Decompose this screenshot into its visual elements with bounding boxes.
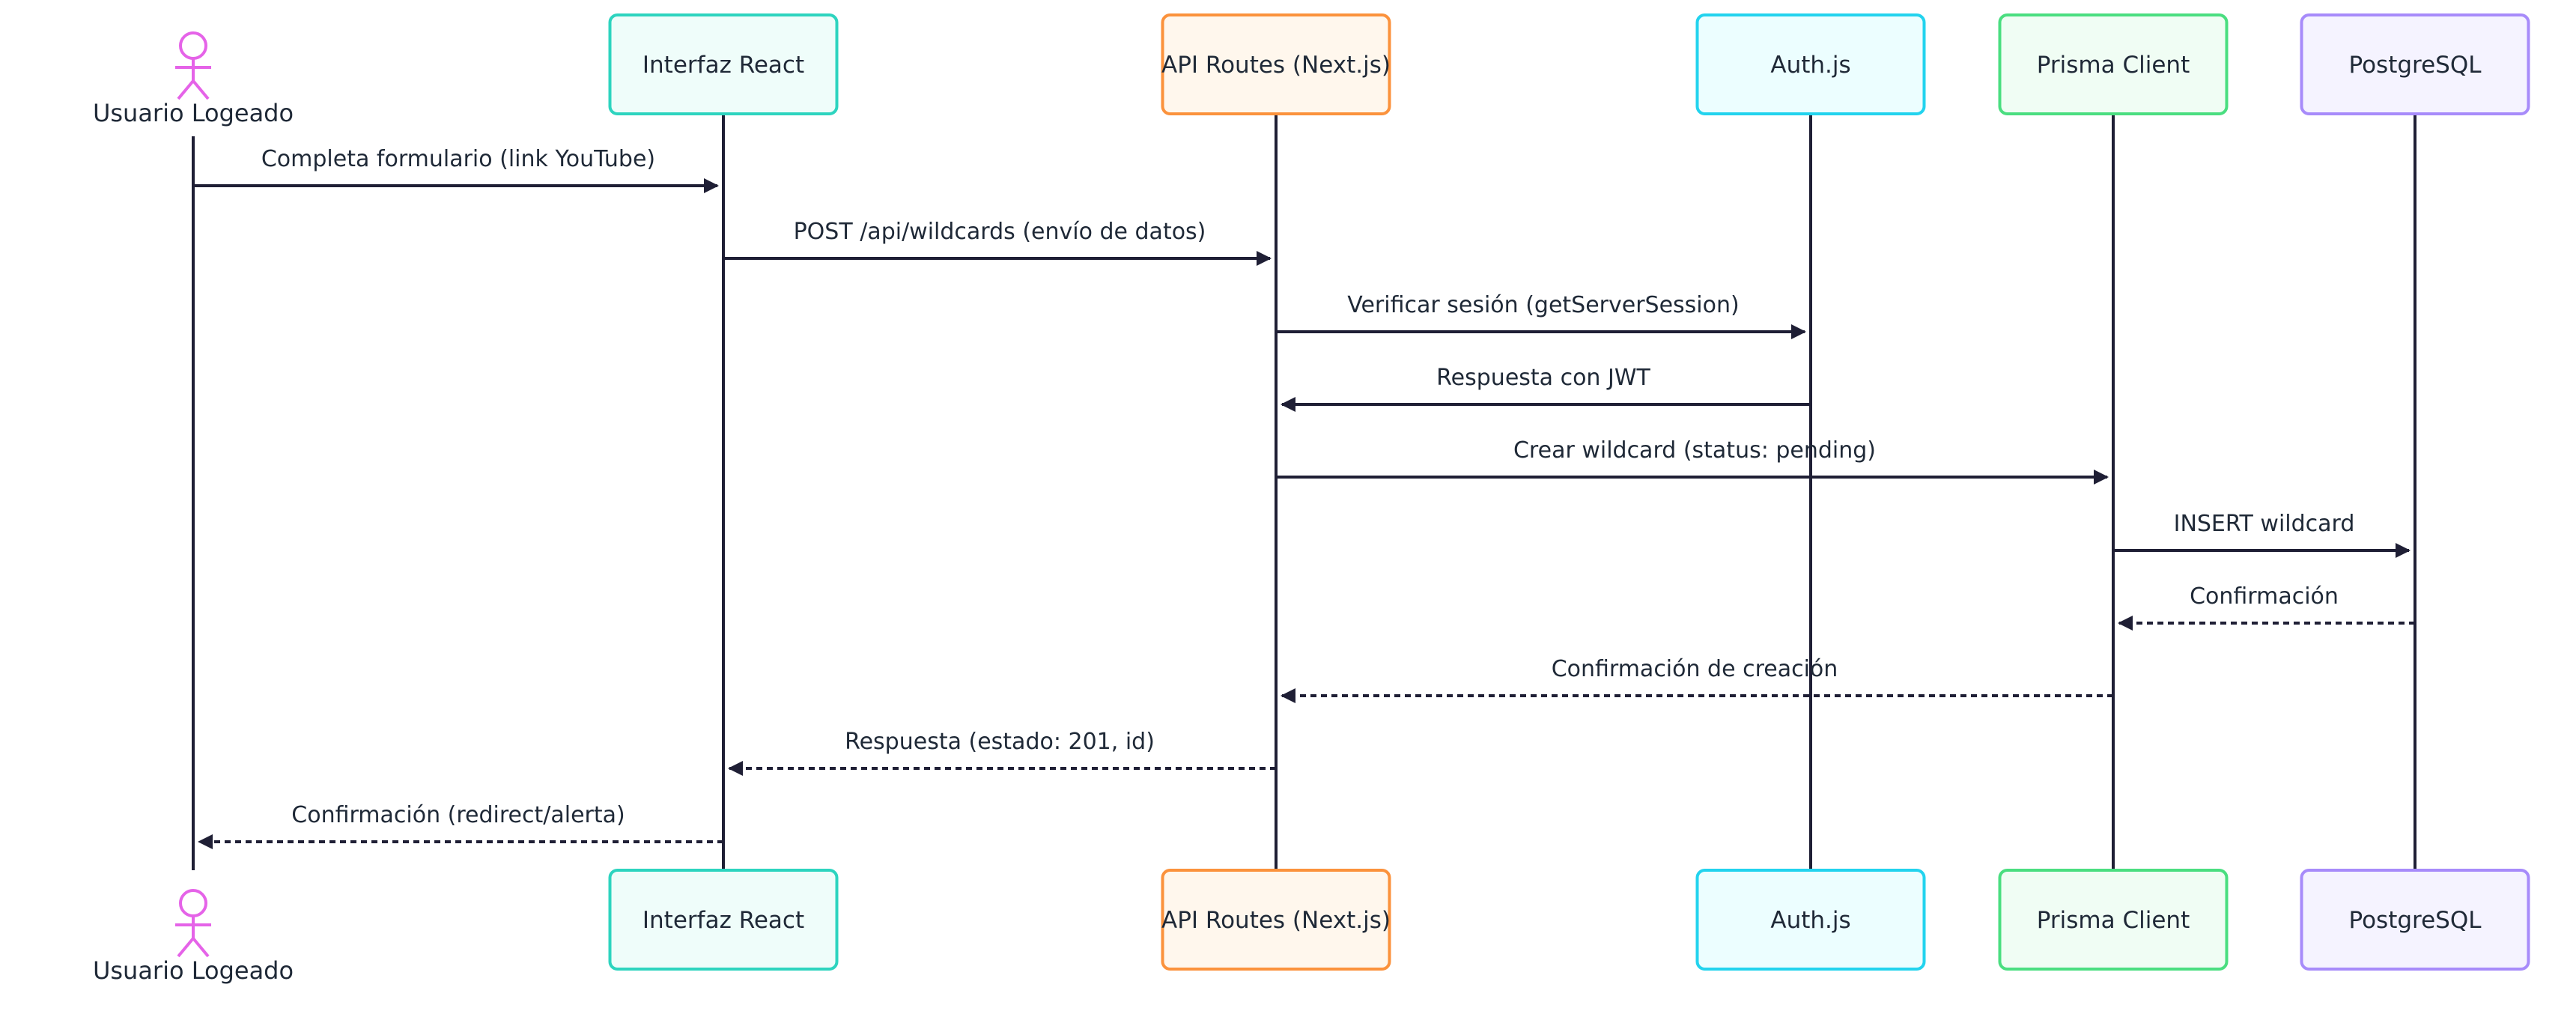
participant-box bbox=[1998, 13, 2229, 115]
participant-box bbox=[1998, 869, 2229, 971]
participant-label: Usuario Logeado bbox=[93, 956, 294, 985]
participant-box bbox=[2300, 13, 2530, 115]
participant-react-top: Interfaz React bbox=[608, 13, 839, 115]
participant-label: PostgreSQL bbox=[2348, 52, 2482, 79]
participant-prisma-top: Prisma Client bbox=[1998, 13, 2229, 115]
participant-label: Interfaz React bbox=[643, 52, 804, 79]
participant-label: API Routes (Next.js) bbox=[1161, 907, 1391, 934]
participants-bottom: Usuario Logeado Interfaz React API Routes … bbox=[93, 869, 2530, 985]
message-label: Completa formulario (link YouTube) bbox=[261, 146, 655, 172]
participants-top: Usuario Logeado Interfaz React API Routes … bbox=[93, 13, 2530, 127]
participant-label: Interfaz React bbox=[643, 907, 804, 934]
participant-user-top: Usuario Logeado bbox=[93, 31, 294, 127]
message-label: POST /api/wildcards (envío de datos) bbox=[794, 219, 1206, 245]
message-8: Confirmación de creación bbox=[1281, 656, 2113, 703]
participant-label: Prisma Client bbox=[2037, 52, 2190, 79]
participant-label: Auth.js bbox=[1770, 52, 1850, 79]
message-label: Confirmación de creación bbox=[1552, 656, 1838, 682]
message-label: INSERT wildcard bbox=[2174, 511, 2355, 537]
messages: Completa formulario (link YouTube) POST /… bbox=[193, 146, 2415, 849]
participant-user-bottom: Usuario Logeado bbox=[93, 889, 294, 985]
message-label: Verificar sesión (getServerSession) bbox=[1347, 292, 1739, 318]
participant-box bbox=[1161, 869, 1391, 971]
participant-auth-top: Auth.js bbox=[1695, 13, 1926, 115]
message-10: Confirmación (redirect/alerta) bbox=[198, 802, 723, 849]
lifelines bbox=[192, 114, 2416, 870]
participant-react-bottom: Interfaz React bbox=[608, 869, 839, 971]
message-label: Crear wildcard (status: pending) bbox=[1513, 437, 1876, 464]
person-icon bbox=[175, 31, 211, 100]
person-icon bbox=[175, 889, 211, 958]
message-7: Confirmación bbox=[2118, 583, 2415, 631]
message-2: POST /api/wildcards (envío de datos) bbox=[723, 219, 1272, 266]
participant-box bbox=[608, 869, 839, 971]
participant-prisma-bottom: Prisma Client bbox=[1998, 869, 2229, 971]
message-3: Verificar sesión (getServerSession) bbox=[1276, 292, 1806, 339]
message-6: INSERT wildcard bbox=[2113, 511, 2411, 558]
participant-label: Auth.js bbox=[1770, 907, 1850, 934]
message-1: Completa formulario (link YouTube) bbox=[193, 146, 719, 193]
participant-label: PostgreSQL bbox=[2348, 907, 2482, 934]
participant-api-top: API Routes (Next.js) bbox=[1161, 13, 1391, 115]
participant-api-bottom: API Routes (Next.js) bbox=[1161, 869, 1391, 971]
message-label: Respuesta (estado: 201, id) bbox=[845, 729, 1155, 755]
message-5: Crear wildcard (status: pending) bbox=[1276, 437, 2109, 485]
participant-pg-top: PostgreSQL bbox=[2300, 13, 2530, 115]
message-label: Confirmación bbox=[2190, 583, 2339, 610]
participant-label: Usuario Logeado bbox=[93, 99, 294, 127]
participant-box bbox=[1695, 869, 1926, 971]
participant-box bbox=[608, 13, 839, 115]
participant-label: API Routes (Next.js) bbox=[1161, 52, 1391, 79]
message-label: Respuesta con JWT bbox=[1436, 365, 1650, 391]
participant-pg-bottom: PostgreSQL bbox=[2300, 869, 2530, 971]
participant-box bbox=[1695, 13, 1926, 115]
participant-box bbox=[1161, 13, 1391, 115]
message-4: Respuesta con JWT bbox=[1281, 365, 1811, 412]
message-9: Respuesta (estado: 201, id) bbox=[728, 729, 1276, 776]
message-label: Confirmación (redirect/alerta) bbox=[291, 802, 625, 828]
participant-auth-bottom: Auth.js bbox=[1695, 869, 1926, 971]
participant-box bbox=[2300, 869, 2530, 971]
participant-label: Prisma Client bbox=[2037, 907, 2190, 934]
